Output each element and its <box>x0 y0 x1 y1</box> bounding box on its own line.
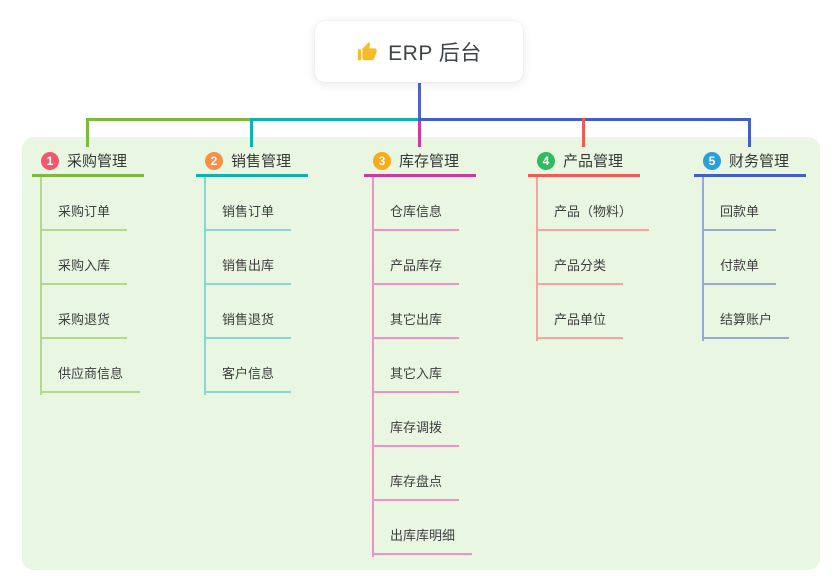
child-row: 采购退货 <box>32 285 144 339</box>
child-row: 采购入库 <box>32 231 144 285</box>
branch-drop-line <box>582 118 585 147</box>
child-row: 产品（物料） <box>528 177 650 231</box>
branch-number-badge: 2 <box>205 151 223 170</box>
branch-label: 财务管理 <box>729 153 790 170</box>
child-node[interactable]: 回款单 <box>702 201 777 231</box>
child-row: 产品单位 <box>528 285 640 339</box>
child-node[interactable]: 产品单位 <box>536 309 624 339</box>
child-row: 库存调拨 <box>364 393 476 447</box>
child-row: 出库库明细 <box>364 501 476 555</box>
child-node[interactable]: 销售订单 <box>204 201 292 231</box>
child-row: 销售退货 <box>196 285 308 339</box>
child-row: 回款单 <box>694 177 806 231</box>
child-node[interactable]: 采购订单 <box>40 201 128 231</box>
trunk-line <box>418 83 421 121</box>
branch-column: 1 采购管理采购订单采购入库采购退货供应商信息 <box>32 147 144 395</box>
child-node[interactable]: 库存调拨 <box>372 417 460 447</box>
child-row: 客户信息 <box>196 339 308 393</box>
child-row: 采购订单 <box>32 177 144 231</box>
branch-column: 2 销售管理销售订单销售出库销售退货客户信息 <box>196 147 308 395</box>
branch-label: 销售管理 <box>231 153 292 170</box>
child-row: 结算账户 <box>694 285 806 339</box>
root-node[interactable]: ERP 后台 <box>315 21 523 82</box>
branch-child-connector <box>702 177 704 341</box>
child-node[interactable]: 付款单 <box>702 255 777 285</box>
branch-column: 4 产品管理产品（物料） 产品分类产品单位 <box>528 147 650 341</box>
branch-node[interactable]: 1 采购管理 <box>32 147 144 177</box>
branch-label: 采购管理 <box>67 153 128 170</box>
branch-label: 产品管理 <box>563 153 624 170</box>
child-node[interactable]: 仓库信息 <box>372 201 460 231</box>
child-row: 库存盘点 <box>364 447 476 501</box>
child-row: 销售订单 <box>196 177 308 231</box>
child-row: 产品库存 <box>364 231 476 285</box>
child-node[interactable]: 客户信息 <box>204 363 292 393</box>
branch-node[interactable]: 4 产品管理 <box>528 147 640 177</box>
child-node[interactable]: 产品（物料） <box>536 201 650 231</box>
child-row: 其它入库 <box>364 339 476 393</box>
branch-node[interactable]: 3 库存管理 <box>364 147 476 177</box>
child-row: 其它出库 <box>364 285 476 339</box>
child-row: 供应商信息 <box>32 339 144 393</box>
child-node[interactable]: 销售退货 <box>204 309 292 339</box>
branch-drop-line <box>250 118 253 147</box>
branch-drop-line <box>86 118 89 147</box>
child-row: 产品分类 <box>528 231 640 285</box>
child-node[interactable]: 其它入库 <box>372 363 460 393</box>
branch-number-badge: 3 <box>373 151 391 170</box>
root-label: ERP 后台 <box>388 41 482 65</box>
child-node[interactable]: 出库库明细 <box>372 525 473 555</box>
branch-number-badge: 1 <box>41 151 59 170</box>
branch-number-badge: 5 <box>703 151 721 170</box>
child-node[interactable]: 其它出库 <box>372 309 460 339</box>
branch-column: 3 库存管理仓库信息产品库存其它出库其它入库库存调拨库存盘点出库库明细 <box>364 147 476 557</box>
branch-children: 产品（物料） 产品分类产品单位 <box>528 177 650 341</box>
thumbs-up-icon <box>356 41 378 63</box>
child-node[interactable]: 供应商信息 <box>40 363 141 393</box>
child-node[interactable]: 产品库存 <box>372 255 460 285</box>
child-node[interactable]: 采购入库 <box>40 255 128 285</box>
branch-children: 采购订单采购入库采购退货供应商信息 <box>32 177 144 395</box>
branch-column: 5 财务管理回款单付款单结算账户 <box>694 147 806 341</box>
branch-child-connector <box>204 177 206 395</box>
branches-panel <box>22 137 820 570</box>
child-node[interactable]: 库存盘点 <box>372 471 460 501</box>
branch-label: 库存管理 <box>399 153 460 170</box>
branch-child-connector <box>40 177 42 395</box>
rail-segment <box>250 118 421 121</box>
branch-children: 回款单付款单结算账户 <box>694 177 806 341</box>
child-node[interactable]: 结算账户 <box>702 309 790 339</box>
branch-drop-line <box>418 121 421 147</box>
child-row: 仓库信息 <box>364 177 476 231</box>
branch-number-badge: 4 <box>537 151 555 170</box>
child-node[interactable]: 销售出库 <box>204 255 292 285</box>
child-row: 付款单 <box>694 231 806 285</box>
branch-children: 仓库信息产品库存其它出库其它入库库存调拨库存盘点出库库明细 <box>364 177 476 557</box>
branch-child-connector <box>536 177 538 341</box>
child-node[interactable]: 采购退货 <box>40 309 128 339</box>
child-node[interactable]: 产品分类 <box>536 255 624 285</box>
child-row: 销售出库 <box>196 231 308 285</box>
branch-drop-line <box>748 118 751 147</box>
branch-node[interactable]: 5 财务管理 <box>694 147 806 177</box>
branch-children: 销售订单销售出库销售退货客户信息 <box>196 177 308 395</box>
branch-child-connector <box>372 177 374 557</box>
branch-node[interactable]: 2 销售管理 <box>196 147 308 177</box>
